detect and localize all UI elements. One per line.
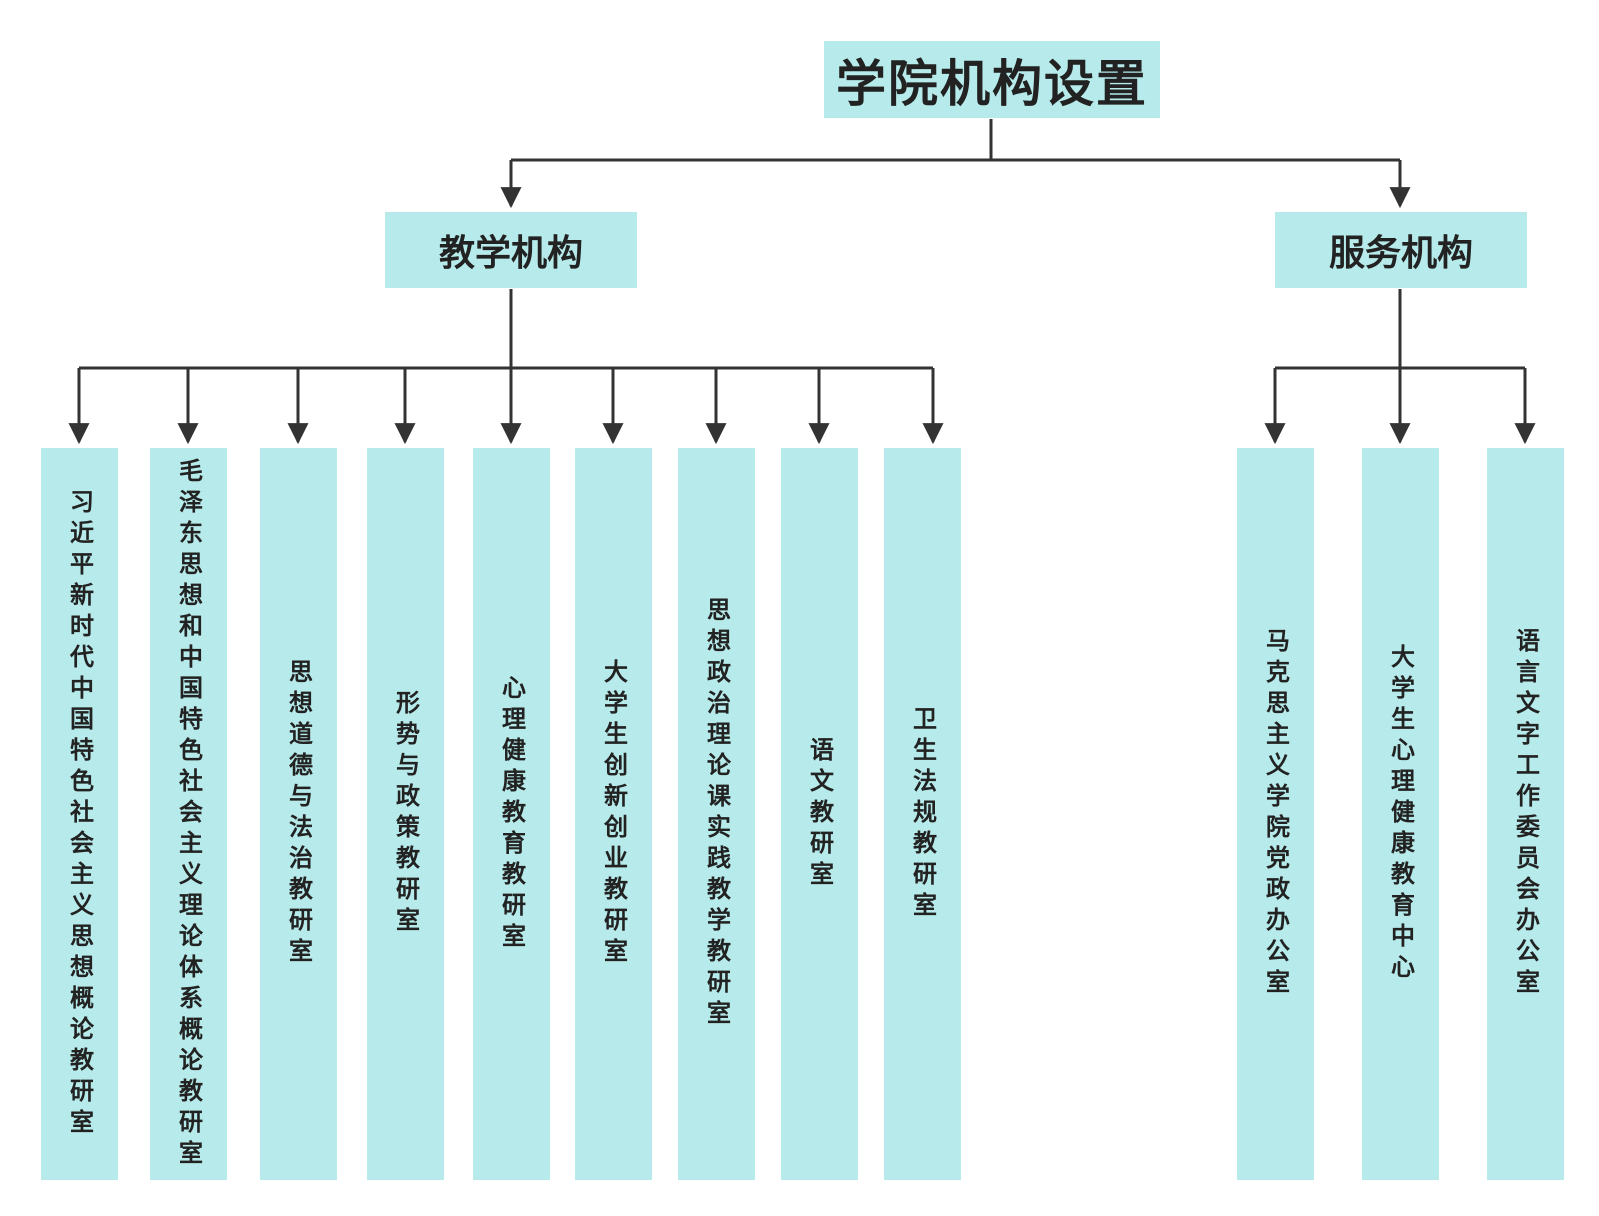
branch-node-teaching: 教学机构 [385, 212, 637, 288]
root-node: 学院机构设置 [824, 41, 1160, 118]
teaching-unit-node: 卫生法规教研室 [884, 448, 961, 1180]
teaching-unit-node: 语文教研室 [781, 448, 858, 1180]
teaching-unit-node: 思想政治理论课实践教学教研室 [678, 448, 755, 1180]
service-unit-node: 马克思主义学院党政办公室 [1237, 448, 1314, 1180]
teaching-unit-node: 毛泽东思想和中国特色社会主义理论体系概论教研室 [150, 448, 227, 1180]
teaching-unit-node: 思想道德与法治教研室 [260, 448, 337, 1180]
teaching-unit-node: 心理健康教育教研室 [473, 448, 550, 1180]
service-unit-node: 语言文字工作委员会办公室 [1487, 448, 1564, 1180]
teaching-unit-node: 习近平新时代中国特色社会主义思想概论教研室 [41, 448, 118, 1180]
service-unit-node: 大学生心理健康教育中心 [1362, 448, 1439, 1180]
branch-node-service: 服务机构 [1275, 212, 1527, 288]
teaching-unit-node: 大学生创新创业教研室 [575, 448, 652, 1180]
teaching-unit-node: 形势与政策教研室 [367, 448, 444, 1180]
